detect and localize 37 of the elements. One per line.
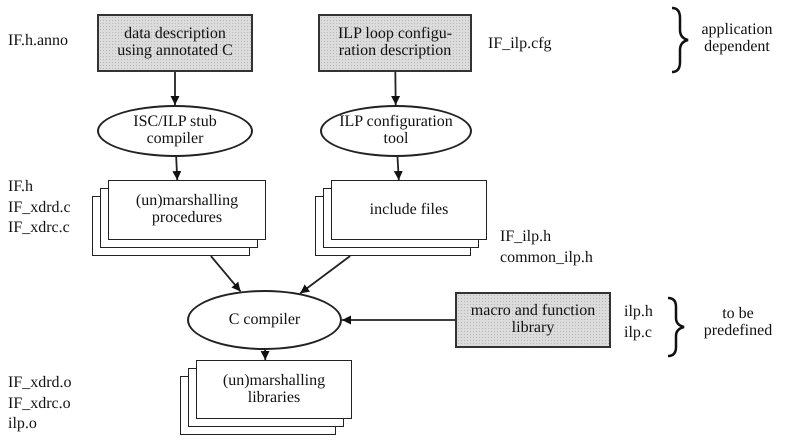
file-name: ilp.h [624,303,653,321]
arrow [342,316,455,324]
node-text: (un)marshalling libraries [222,372,326,406]
document-stack [92,180,266,256]
file-name: IF_xdrc.c [8,219,71,237]
group-note: application dependent [700,22,774,56]
arrow [170,72,180,105]
file-name: IF_xdrd.c [8,198,71,216]
arrow [300,255,351,294]
file-name: common_ilp.h [500,248,593,266]
file-name: IF_xdrd.o [8,374,72,392]
file-name: IF.h.anno [8,32,68,50]
node-text: include files [370,202,448,218]
arrow [260,350,270,360]
file-name: IF_ilp.cfg [488,35,552,53]
document-stack [180,360,352,435]
document-stack [315,180,487,256]
node-text: ILP configuration tool [338,114,454,148]
arrow [394,156,403,180]
file-name: ilp.o [8,415,38,433]
group-note: to be predefined [702,306,774,340]
arrow [172,156,182,180]
node-text: (un)marshalling procedures [134,193,240,227]
node-text: ISC/ILP stub compiler [132,114,218,148]
file-name: IF_ilp.h [500,228,552,246]
input-box [97,14,253,72]
input-box [455,292,611,348]
node-text: data description using annotated C [116,26,234,60]
file-name: IF.h [8,178,34,196]
arrow [391,72,400,105]
node-text: macro and function library [470,303,596,337]
file-name: IF_xdrc.o [8,394,72,412]
node-text: ILP loop configu- ration description [336,26,454,60]
arrow [210,255,242,292]
file-name: ilp.c [624,324,653,342]
input-box [318,14,472,72]
node-text: C compiler [228,312,300,328]
